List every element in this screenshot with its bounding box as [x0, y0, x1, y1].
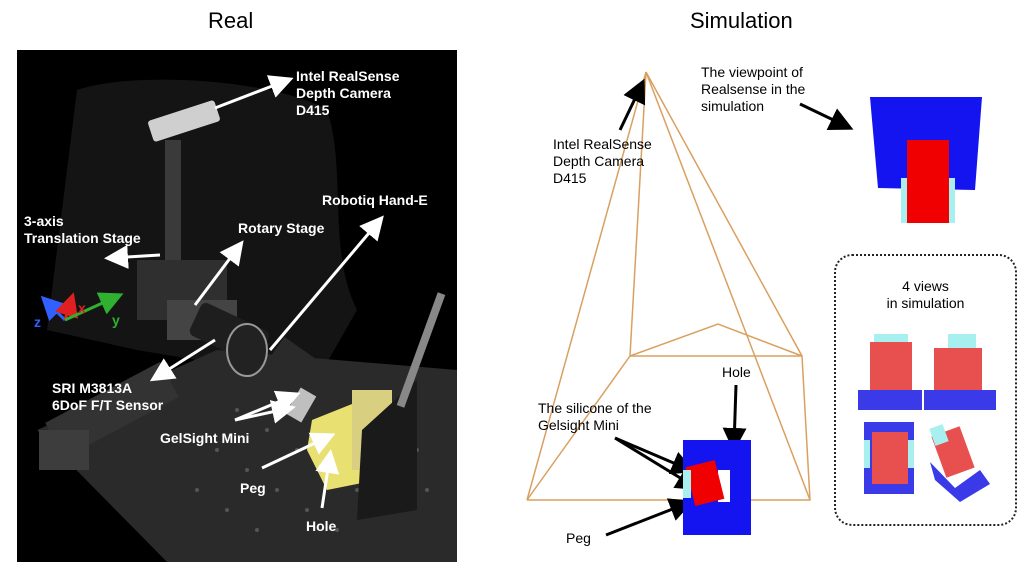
label-translation-stage: 3-axis Translation Stage — [24, 213, 141, 246]
simulation-heading: Simulation — [690, 8, 793, 33]
label-four-views: 4 views in simulation — [886, 278, 965, 311]
label-sim-hole: Hole — [722, 364, 751, 380]
label-silicone: The silicone of the Gelsight Mini — [538, 400, 652, 433]
arrow-camera — [214, 75, 294, 110]
axis-triad — [40, 292, 124, 322]
label-gelsight: GelSight Mini — [160, 430, 250, 446]
label-viewpoint: The viewpoint of Realsense in the simula… — [701, 64, 806, 114]
axis-z-label: z — [34, 314, 41, 330]
arrow-sim-peg — [605, 498, 694, 537]
arrow-translation — [104, 244, 161, 269]
label-sim-peg: Peg — [566, 530, 591, 546]
axis-y-label: y — [112, 312, 120, 328]
label-sim-camera: Intel RealSense Depth Camera D415 — [553, 136, 652, 186]
arrow-hole — [315, 449, 340, 509]
real-arrows — [104, 75, 384, 509]
sim-arrows — [605, 78, 854, 537]
real-setup-illustration — [37, 79, 457, 562]
label-real-hole: Hole — [306, 518, 337, 534]
four-views-box — [834, 254, 1017, 526]
arrow-rotary — [193, 240, 244, 306]
label-rotary-stage: Rotary Stage — [238, 220, 325, 236]
real-heading: Real — [208, 8, 254, 33]
arrow-gelsight-1 — [234, 390, 301, 422]
arrow-sim-camera — [618, 78, 646, 131]
four-views — [858, 334, 996, 502]
arrow-gelsight-2 — [234, 400, 296, 424]
sim-hole-block — [683, 440, 751, 535]
label-robotiq: Robotiq Hand-E — [322, 192, 428, 208]
arrow-robotiq — [268, 215, 384, 351]
label-real-camera: Intel RealSense Depth Camera D415 — [296, 68, 400, 118]
label-ft-sensor: SRI M3813A 6DoF F/T Sensor — [52, 380, 164, 413]
real-setup-photo — [17, 50, 457, 562]
label-real-peg: Peg — [240, 480, 266, 496]
viewpoint-render — [870, 97, 982, 223]
arrow-viewpoint — [799, 102, 854, 131]
arrow-peg — [261, 432, 336, 470]
axis-x-label: x — [78, 300, 86, 316]
arrow-sensor — [149, 338, 216, 382]
arrow-sim-hole — [722, 384, 747, 452]
arrow-silicone-2 — [614, 436, 701, 491]
arrow-silicone-1 — [614, 436, 696, 474]
